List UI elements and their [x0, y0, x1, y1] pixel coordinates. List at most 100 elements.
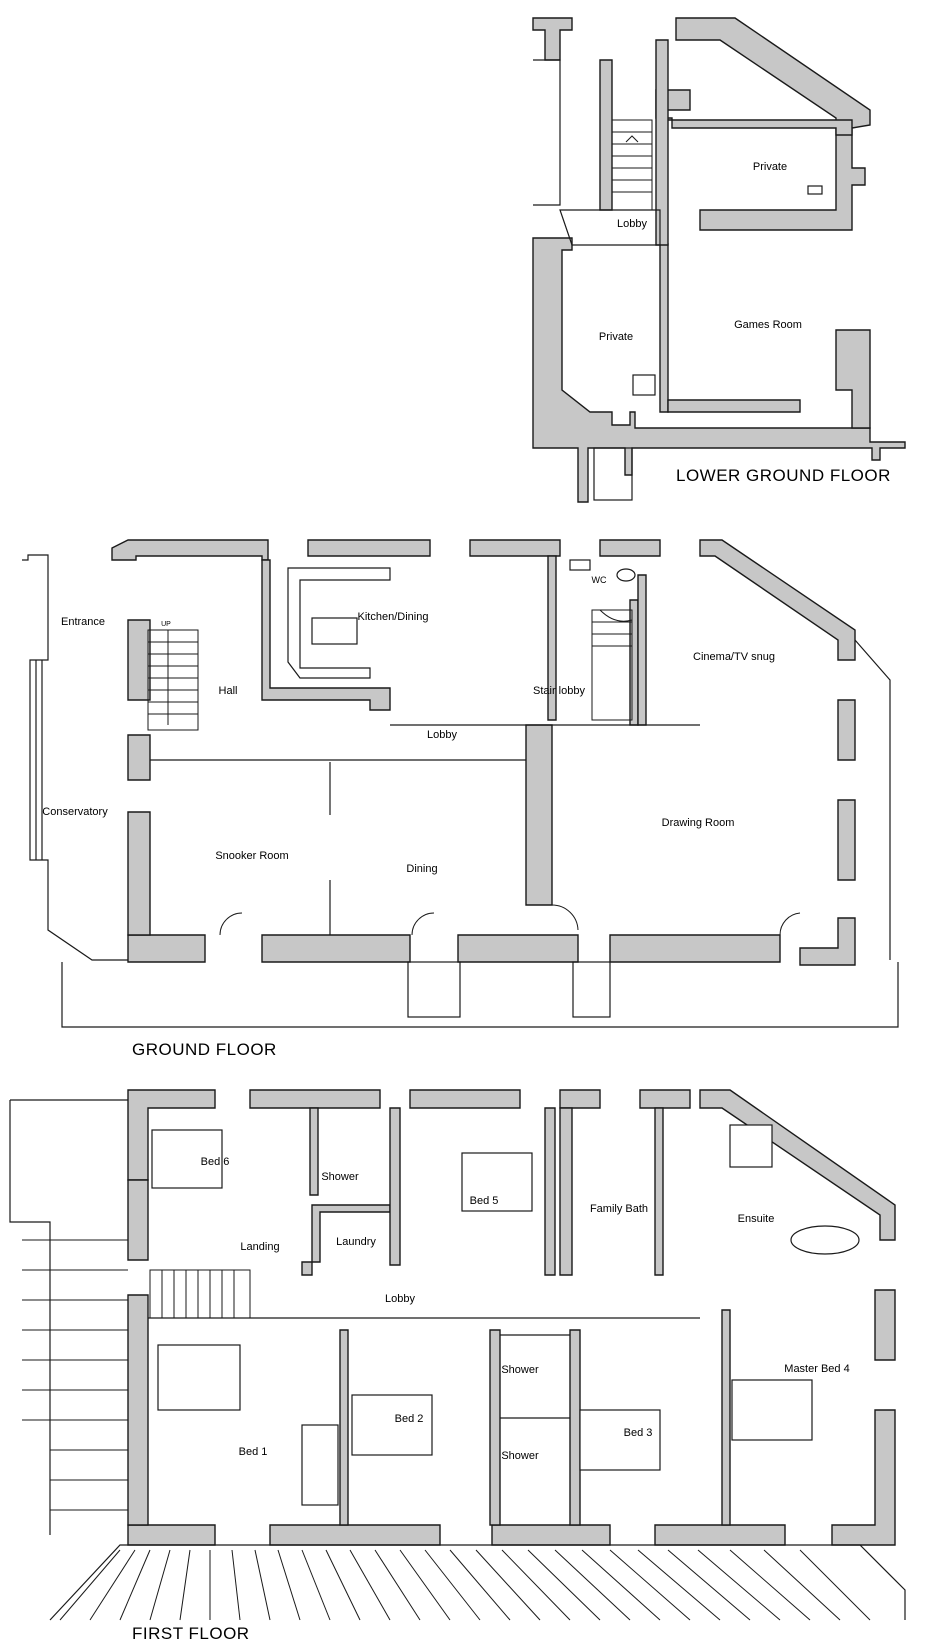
lg-staircase: [611, 119, 653, 211]
lg-floor-title: LOWER GROUND FLOOR: [676, 466, 891, 485]
first-floor-plan: Bed 6 Shower Laundry Landing Bed 5 Famil…: [9, 1089, 906, 1643]
lg-east-wall: [835, 329, 871, 429]
ff-external-stair: [9, 1099, 128, 1535]
ff-bed-wall-3: [569, 1329, 581, 1526]
gf-west-wall: [127, 619, 151, 936]
ff-bed2-bed: [351, 1394, 433, 1456]
lg-west-wall: [532, 237, 906, 503]
lg-divider-wall: [659, 243, 669, 413]
ff-bed-wall-4: [721, 1309, 731, 1526]
lg-appliance: [807, 185, 823, 195]
ff-bath-wall: [559, 1107, 664, 1276]
gf-kitchen-counter: [287, 567, 391, 679]
ff-bed5-wall: [544, 1107, 556, 1276]
lg-north-east-wall: [675, 17, 871, 231]
ff-roof-below: [49, 1544, 906, 1621]
ff-bed-wall-1: [339, 1329, 349, 1526]
lg-lobby-label: Lobby: [617, 218, 647, 230]
gf-north-wall-4: [599, 539, 661, 557]
lg-private-left-label: Private: [599, 331, 633, 343]
ff-ensuite-shower: [729, 1124, 773, 1168]
lg-games-room-label: Games Room: [734, 319, 802, 331]
gf-drawing-label: Drawing Room: [662, 817, 735, 829]
gf-wc-basin: [569, 559, 591, 571]
gf-stair-lobby-label: Stair lobby: [533, 685, 585, 697]
gf-stair-lobby-staircase: [591, 609, 633, 721]
gf-front-step-1: [407, 961, 461, 1018]
gf-north-wall: [111, 539, 269, 561]
gf-hall-staircase: [147, 629, 199, 731]
ff-bed-wall-2: [489, 1329, 501, 1526]
gf-cinema-label: Cinema/TV snug: [693, 651, 775, 663]
gf-conservatory-frame: [22, 554, 128, 961]
ff-north-wall: [127, 1089, 691, 1181]
lg-lobby-wall: [655, 39, 669, 246]
ff-south-wall: [127, 1524, 786, 1546]
ff-master-bed4-label: Master Bed 4: [784, 1363, 849, 1375]
gf-up-label: UP: [161, 621, 171, 628]
gf-wc-toilet: [616, 568, 636, 582]
gf-north-wall-2: [307, 539, 431, 557]
gf-entrance-label: Entrance: [61, 616, 105, 628]
gf-lobby-label: Lobby: [427, 729, 457, 741]
ff-ensuite-label: Ensuite: [738, 1213, 775, 1225]
lower-ground-floor-plan: Private Lobby Private Games Room LOWER G…: [532, 17, 906, 503]
ff-shower-mid-label: Shower: [501, 1364, 539, 1376]
gf-east-outline: [854, 639, 891, 960]
gf-wc-label: WC: [592, 575, 607, 585]
gf-north-wall-3: [469, 539, 561, 557]
gf-floor-title: GROUND FLOOR: [132, 1040, 277, 1059]
ff-east-wall: [831, 1289, 896, 1546]
gf-snooker-label: Snooker Room: [215, 850, 288, 862]
lg-stair-wall: [599, 59, 613, 211]
ff-bed5-bed: [461, 1152, 533, 1212]
ff-bed2-label: Bed 2: [395, 1413, 424, 1425]
ff-bed3-bed: [579, 1409, 661, 1471]
ff-family-bath-label: Family Bath: [590, 1203, 648, 1215]
gf-cinema-wall: [637, 574, 647, 726]
gf-north-east-wall: [699, 539, 856, 661]
gf-dining-label: Dining: [406, 863, 437, 875]
ff-shower-wall: [309, 1107, 401, 1266]
gf-kitchen-wall: [261, 559, 391, 711]
ff-north-east-wall: [699, 1089, 896, 1241]
ff-lobby-label: Lobby: [385, 1293, 415, 1305]
gf-south-wall: [127, 934, 781, 963]
ff-landing-label: Landing: [240, 1241, 279, 1253]
gf-terrace-outline: [61, 962, 899, 1028]
ground-floor-plan: Entrance Conservatory Hall UP Kitchen/Di…: [22, 539, 899, 1059]
gf-door-4: [779, 912, 801, 936]
gf-east-wall: [799, 699, 856, 966]
ff-laundry-label: Laundry: [336, 1236, 376, 1248]
gf-kitchen-dining-label: Kitchen/Dining: [358, 611, 429, 623]
ff-shower-low-label: Shower: [501, 1450, 539, 1462]
gf-hall-label: Hall: [219, 685, 238, 697]
lg-light-well: [593, 447, 633, 501]
ff-wardrobe: [301, 1424, 339, 1506]
ff-shower-mid-outline: [500, 1334, 570, 1419]
gf-door-3: [551, 904, 579, 931]
ff-master-bed: [731, 1379, 813, 1441]
ff-bed6-bed: [151, 1129, 223, 1189]
ff-bed1-label: Bed 1: [239, 1446, 268, 1458]
gf-kitchen-island: [311, 617, 358, 645]
gf-door-1: [219, 912, 243, 936]
ff-bath-tub: [790, 1225, 860, 1255]
ff-west-wall: [127, 1179, 149, 1526]
gf-front-step-2: [572, 961, 611, 1018]
ff-bed5-label: Bed 5: [470, 1195, 499, 1207]
lg-private-top-label: Private: [753, 161, 787, 173]
ff-shower-top-label: Shower: [321, 1171, 359, 1183]
lg-outbuilding: [533, 59, 561, 206]
gf-door-2: [411, 912, 435, 936]
ff-landing-staircase: [149, 1269, 251, 1319]
lg-outer-wall: [532, 17, 573, 61]
lg-boiler: [632, 374, 656, 396]
ff-bed3-label: Bed 3: [624, 1427, 653, 1439]
ff-floor-title: FIRST FLOOR: [132, 1624, 250, 1643]
lg-games-south-wall: [667, 399, 801, 413]
ff-bed6-label: Bed 6: [201, 1156, 230, 1168]
gf-conservatory-label: Conservatory: [42, 806, 108, 818]
lg-private-top-wall: [655, 89, 853, 136]
